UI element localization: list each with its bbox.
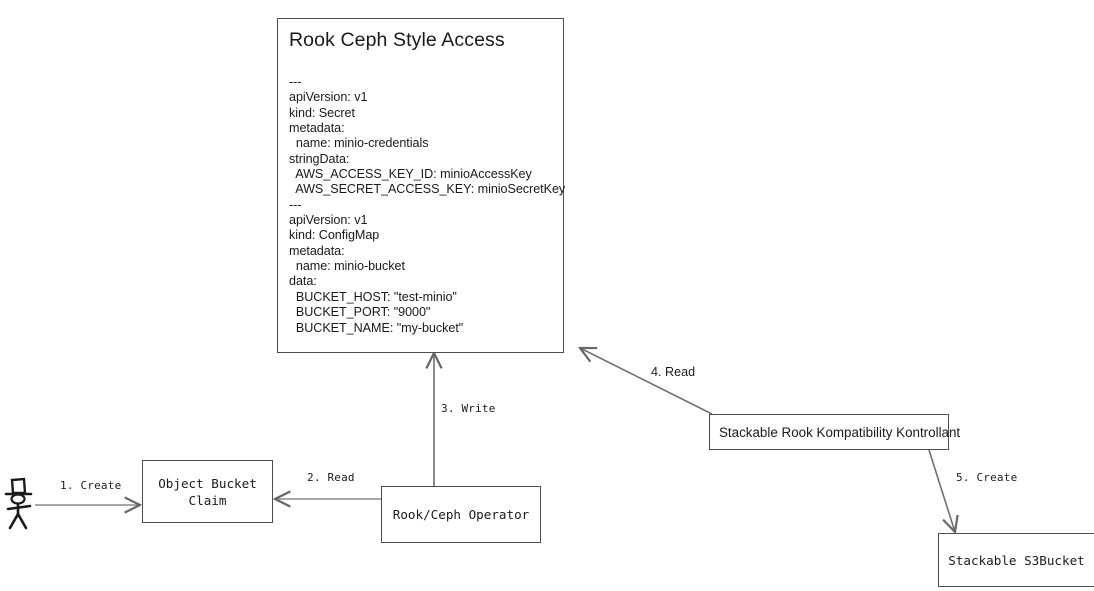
yaml-panel-title: Rook Ceph Style Access (289, 29, 505, 51)
node-label: Rook/Ceph Operator (392, 507, 530, 522)
node-rook-ceph-style-access[interactable]: Rook Ceph Style Access --- apiVersion: v… (277, 18, 566, 353)
edge-label-4-read: 4. Read (651, 365, 696, 379)
node-label: Stackable Rook Kompatibility Kontrollant (719, 424, 961, 440)
edge-4-read-arrow (580, 348, 713, 415)
node-stackable-s3bucket[interactable]: Stackable S3Bucket (938, 533, 1094, 587)
node-object-bucket-claim[interactable]: Object Bucket Claim (142, 460, 273, 523)
edge-label-5-create: 5. Create (956, 471, 1018, 484)
node-label: Stackable S3Bucket (948, 552, 1085, 568)
yaml-panel-body: --- apiVersion: v1 kind: Secret metadata… (289, 75, 566, 335)
node-rook-ceph-operator[interactable]: Rook/Ceph Operator (381, 486, 541, 543)
actor-stick-figure-icon (4, 477, 33, 530)
node-stackable-rook-kompatibility-kontrollant[interactable]: Stackable Rook Kompatibility Kontrollant (709, 414, 960, 450)
edge-5-create-arrow (928, 449, 955, 532)
edge-label-2-read: 2. Read (307, 471, 355, 484)
node-label: Object Bucket Claim (158, 475, 257, 508)
edge-label-1-create: 1. Create (60, 479, 122, 492)
edge-label-3-write: 3. Write (441, 402, 496, 415)
